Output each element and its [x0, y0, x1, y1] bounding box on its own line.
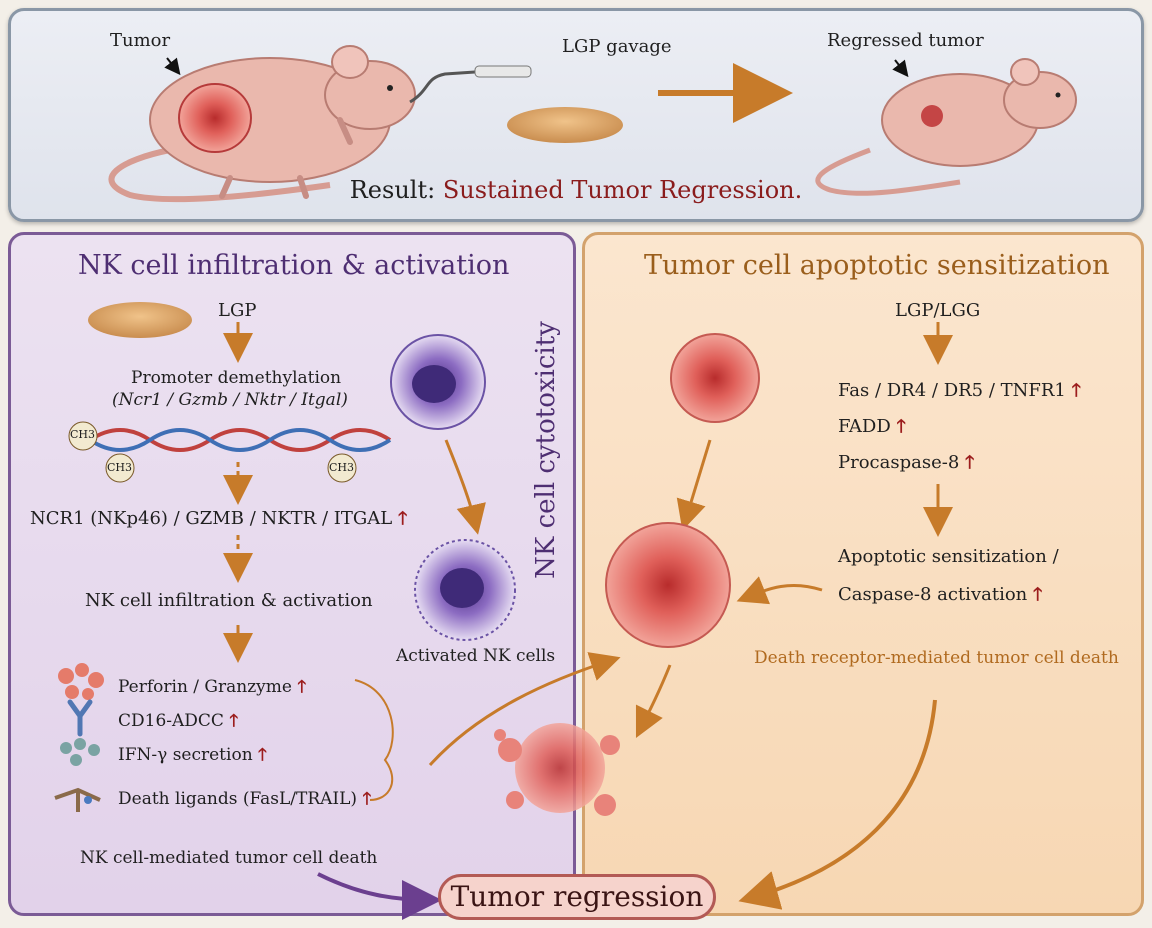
tumor-pointer: [164, 57, 181, 76]
up-arrow-icon: 🡑: [965, 452, 975, 473]
granule-icon: [58, 663, 104, 700]
result-prefix: Result:: [349, 176, 443, 204]
effector-perforin: Perforin / Granzyme 🡑: [118, 674, 306, 703]
lgp-label: LGP: [218, 300, 257, 321]
up-arrow-icon: 🡑: [229, 711, 239, 731]
effector-label: Perforin / Granzyme: [118, 677, 292, 697]
antibody-icon: [67, 699, 93, 737]
mouse-regressed: [815, 58, 1077, 196]
gene-list: (Ncr1 / Gzmb / Nktr / Itgal): [112, 390, 348, 410]
protein-list: NCR1 (NKp46) / GZMB / NKTR / ITGAL 🡑: [30, 506, 407, 536]
sensitized-tumor-cell: [605, 522, 731, 648]
nk-death-label: NK cell-mediated tumor cell death: [80, 848, 378, 868]
methyl-label-1: CH3: [70, 428, 96, 441]
result-line: Result: Sustained Tumor Regression.: [0, 176, 1152, 204]
gavage-tube: [409, 70, 476, 104]
apoptotic-label-1: Apoptotic sensitization /: [838, 546, 1059, 567]
result-suffix: .: [794, 176, 803, 204]
fadd-text: FADD: [838, 416, 891, 437]
effector-death-ligands: Death ligands (FasL/TRAIL) 🡑: [118, 786, 371, 815]
effector-label: CD16-ADCC: [118, 711, 224, 731]
apoptotic-text: Caspase-8 activation: [838, 584, 1028, 605]
nk-to-tumor-arrow: [428, 652, 621, 767]
nk-cell-resting: [390, 334, 486, 430]
nk-panel-title: NK cell infiltration & activation: [78, 250, 510, 281]
apoptosis-panel-title: Tumor cell apoptotic sensitization: [644, 250, 1110, 281]
tumor-label: Tumor: [110, 30, 171, 51]
methyl-label-3: CH3: [329, 461, 355, 474]
protein-list-text: NCR1 (NKp46) / GZMB / NKTR / ITGAL: [30, 508, 393, 529]
mouse-with-tumor: [108, 45, 416, 203]
effector-ifn: IFN-γ secretion 🡑: [118, 742, 267, 771]
ligand-icon: [54, 787, 101, 812]
receptor-list: Fas / DR4 / DR5 / TNFR1 🡑: [838, 378, 1081, 408]
tumor-cell: [670, 333, 760, 423]
gavage-label: LGP gavage: [562, 36, 672, 57]
up-arrow-icon: 🡑: [1033, 584, 1043, 605]
dna-icon: [88, 428, 392, 452]
up-arrow-icon: 🡑: [258, 745, 267, 765]
nk-cytotoxicity-label: NK cell cytotoxicity: [531, 321, 561, 579]
death-receptor-label: Death receptor-mediated tumor cell death: [754, 648, 1119, 668]
brace: [354, 679, 394, 801]
procaspase-label: Procaspase-8 🡑: [838, 450, 974, 480]
up-arrow-icon: 🡑: [397, 508, 408, 529]
dying-tumor-cell: [494, 723, 620, 816]
fadd-label: FADD 🡑: [838, 414, 906, 444]
procaspase-text: Procaspase-8: [838, 452, 960, 473]
tumor-regression-box: Tumor regression: [438, 874, 716, 920]
apoptotic-label-2: Caspase-8 activation 🡑: [838, 582, 1042, 612]
up-arrow-icon: 🡑: [896, 416, 906, 437]
infiltration-label: NK cell infiltration & activation: [85, 590, 373, 611]
methyl-label-2: CH3: [107, 461, 133, 474]
result-text: Sustained Tumor Regression: [442, 176, 795, 204]
promoter-label: Promoter demethylation: [131, 368, 342, 388]
up-arrow-icon: 🡑: [362, 789, 372, 809]
nk-cell-activated: [414, 539, 516, 641]
up-arrow-icon: 🡑: [1071, 380, 1081, 401]
methyl-group: [68, 421, 357, 483]
lgp-powder: [507, 107, 623, 143]
regressed-label: Regressed tumor: [827, 30, 984, 51]
lgp-powder-small: [88, 302, 192, 338]
effector-label: Death ligands (FasL/TRAIL): [118, 789, 358, 809]
syringe-icon: [474, 65, 532, 78]
effector-label: IFN-γ secretion: [118, 745, 253, 765]
cytokine-icon: [60, 738, 100, 766]
effector-cd16: CD16-ADCC 🡑: [118, 708, 238, 737]
regressed-pointer: [892, 59, 909, 78]
lgp-lgg-label: LGP/LGG: [895, 300, 981, 321]
activated-nk-label: Activated NK cells: [396, 646, 556, 666]
receptor-text: Fas / DR4 / DR5 / TNFR1: [838, 380, 1066, 401]
up-arrow-icon: 🡑: [297, 677, 307, 697]
